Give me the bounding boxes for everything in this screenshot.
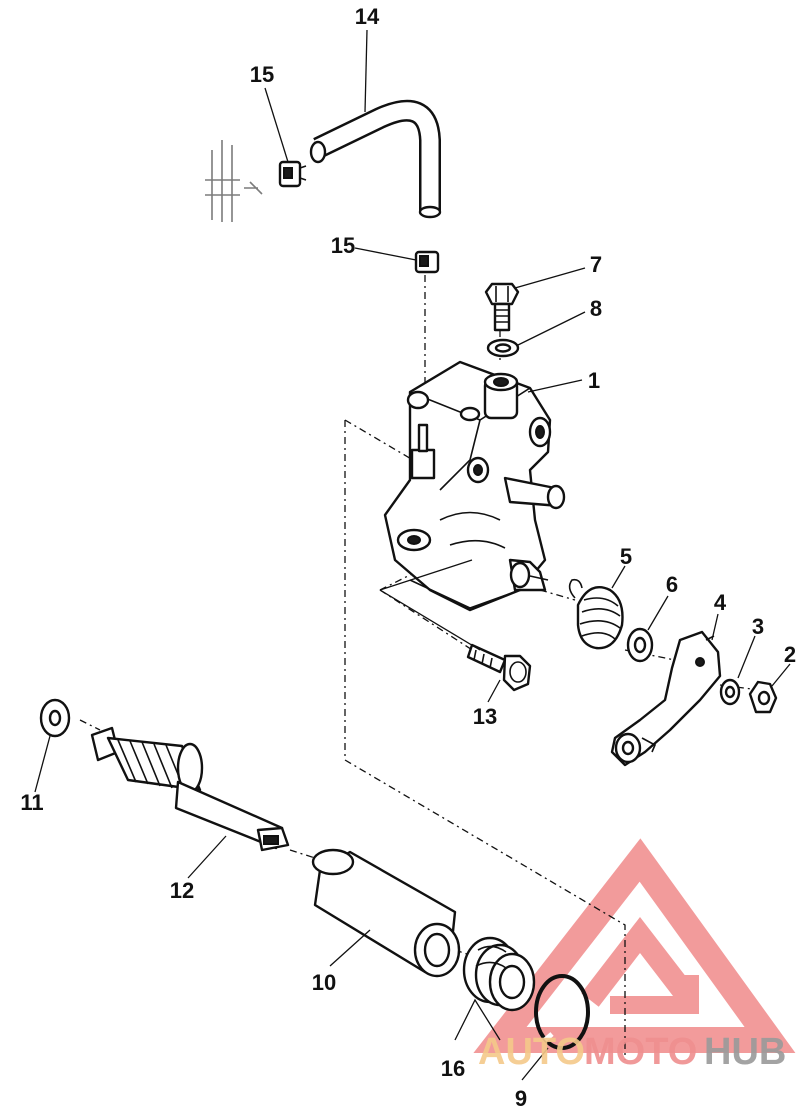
banjo-bolt (484, 282, 520, 332)
callout-3: 3 (752, 614, 764, 639)
oil-pump-body (383, 360, 566, 612)
return-spring (568, 578, 624, 650)
callout-4: 4 (714, 590, 727, 615)
sealing-washer (486, 338, 520, 358)
callout-12: 12 (170, 878, 194, 903)
drive-gear-shaft (90, 726, 290, 852)
watermark-word-moto: MOTO (584, 1031, 697, 1073)
drive-sleeve (311, 848, 461, 978)
breather-hose (309, 99, 442, 219)
oil-seal (462, 936, 536, 1012)
callout-9: 9 (515, 1086, 527, 1111)
leader-lines (34, 29, 791, 1081)
watermark-text: AUTO MOTO HUB (478, 1031, 786, 1073)
hose-clip-lower (414, 250, 440, 274)
callout-labels: 14 15 15 7 8 1 5 6 4 3 2 13 11 12 10 16 … (20, 4, 796, 1111)
callout-1: 1 (588, 368, 600, 393)
hose-clip-upper (278, 160, 307, 188)
watermark-logo (473, 838, 796, 1053)
callout-7: 7 (590, 252, 602, 277)
lock-washer (719, 678, 741, 706)
hex-nut (748, 680, 778, 714)
callout-10: 10 (312, 970, 336, 995)
callout-16: 16 (441, 1056, 465, 1081)
callout-15-lower: 15 (331, 233, 355, 258)
callout-5: 5 (620, 544, 632, 569)
circlip-ring (534, 974, 590, 1050)
watermark-word-hub: HUB (704, 1031, 786, 1073)
pump-control-lever (610, 630, 722, 767)
spring-washer (626, 627, 654, 663)
watermark-word-auto: AUTO (478, 1031, 585, 1073)
callout-2: 2 (784, 642, 796, 667)
callout-15-upper: 15 (250, 62, 274, 87)
faded-fitting (205, 140, 263, 222)
mounting-screw (466, 643, 532, 692)
thrust-washer (39, 698, 71, 738)
callout-6: 6 (666, 572, 678, 597)
callout-8: 8 (590, 296, 602, 321)
callout-11: 11 (20, 790, 43, 815)
callout-13: 13 (473, 704, 497, 729)
callout-14: 14 (355, 4, 380, 29)
